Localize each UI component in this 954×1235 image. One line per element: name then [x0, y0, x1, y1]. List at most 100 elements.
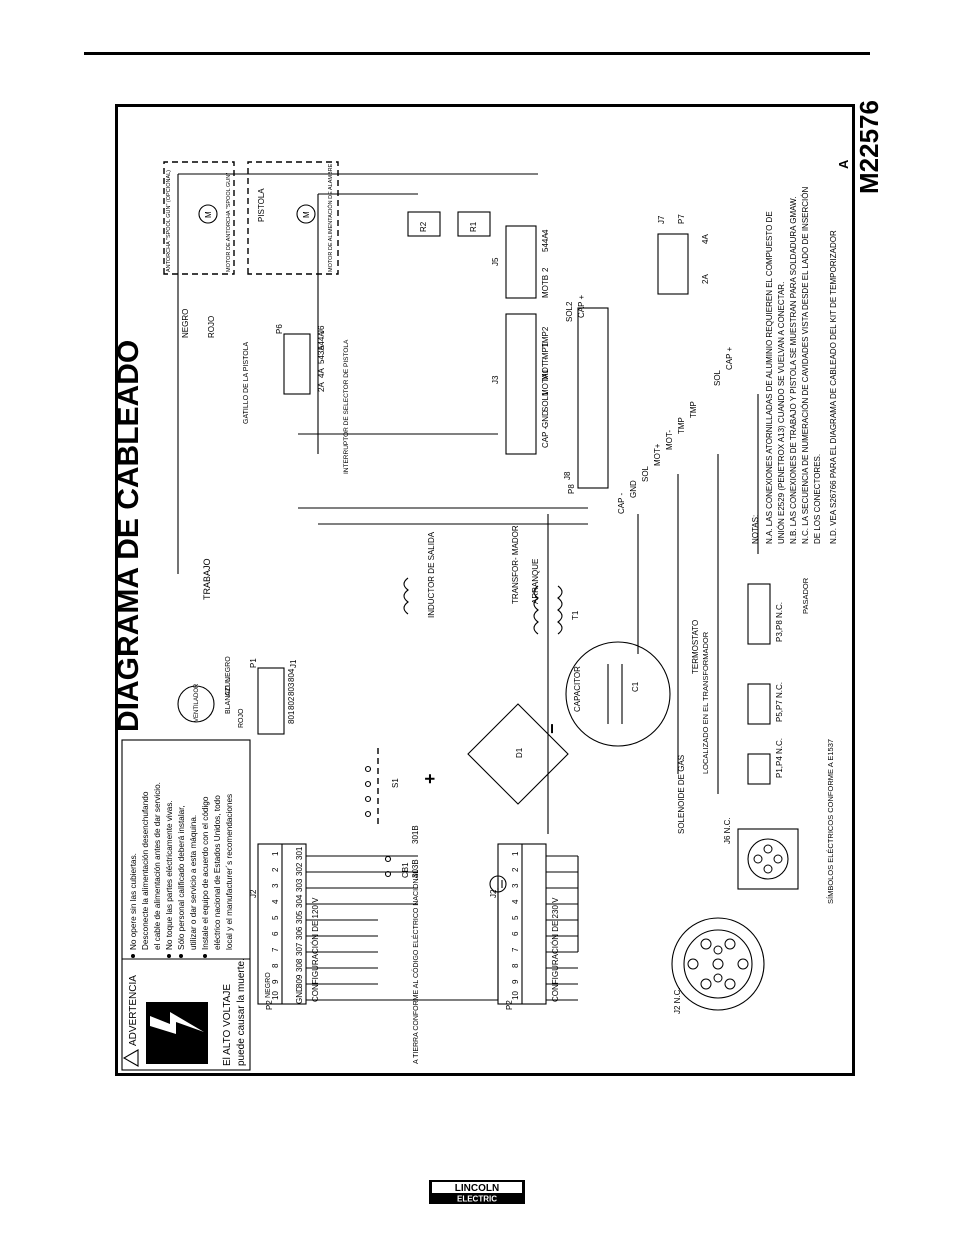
svg-text:P2: P2: [505, 1000, 514, 1010]
config-230-label: CONFIGURACIÓN DE 230 V: [551, 897, 560, 1002]
j3-pin-5: MOT -: [541, 357, 550, 380]
svg-text:1: 1: [511, 851, 520, 856]
p8-pin-10: CAP +: [725, 346, 734, 370]
warning-bullet-1: No opere sin las cubiertas.: [129, 853, 138, 950]
config-120-label: CONFIGURACIÓN DE 120 V: [311, 897, 320, 1002]
potentiometer-r1: R1: [457, 211, 491, 237]
svg-text:R2: R2: [419, 221, 428, 232]
rojo-gun: ROJO: [207, 316, 216, 338]
p8-pin-2: GND: [629, 480, 638, 498]
p2-230v-connector: P2 J2 12 34 56 78 910 CONFIGURACIÓN DE 2…: [489, 843, 560, 1010]
solenoide-label: SOLENOIDE DE GAS: [677, 755, 686, 834]
spool-gun-motor-label: MOTOR DE ANTORCHA "SPOOL GUN": [226, 173, 232, 272]
blanco-fan: BLANCO: [225, 685, 232, 714]
gatillo-label: GATILLO DE LA PISTOLA: [243, 341, 250, 424]
p2-wire-305: 305: [295, 910, 304, 924]
svg-text:2A: 2A: [701, 274, 710, 284]
p1-wire-801: 801: [287, 710, 296, 724]
svg-text:4: 4: [271, 899, 280, 904]
p1-wire-804: 804: [287, 668, 296, 682]
j6-nc-label: J6 N.C.: [723, 817, 732, 844]
svg-text:J2: J2: [489, 889, 498, 898]
svg-text:J3: J3: [491, 375, 500, 384]
j5-pin-5: 544A: [541, 233, 550, 252]
pistola-box: M PISTOLA MOTOR DE ALIMENTACIÓN DE ALAMB…: [247, 161, 339, 275]
j3-connector: J3 CAP - GND SOL1 MOTA1 MOT - TMP1 TMP2 …: [491, 294, 586, 455]
svg-text:P7: P7: [677, 214, 686, 224]
note-na-cont: UNIÓN E2529 (PENETROX A13) CUANDO SE VUE…: [777, 282, 786, 544]
p3p8-label: P3,P8 N.C.: [775, 602, 784, 642]
svg-text:J2: J2: [249, 889, 258, 898]
capacitor-c1: C1 CAPACITOR: [565, 641, 671, 747]
warning-header: ADVERTENCIA: [128, 975, 139, 1046]
svg-text:S1: S1: [391, 778, 400, 788]
p8-pin-5: MOT-: [665, 430, 674, 450]
trabajo-label: TRABAJO: [202, 558, 212, 600]
j3-pin-4: MOTA1: [541, 368, 550, 396]
warning-triangle-icon: [122, 1049, 139, 1067]
svg-text:J5: J5: [491, 257, 500, 266]
p1p4-label: P1,P4 N.C.: [775, 738, 784, 778]
p2-wire-gnd: GND: [295, 986, 304, 1004]
warning-bullet-2b: el cable de alimentación antes de dar se…: [153, 782, 162, 950]
j3-pin-7: TMP2: [541, 326, 550, 348]
p6-wire-544a: 544A: [317, 331, 326, 350]
warning-bullet-4: Sólo personal calificado deberá instalar…: [177, 805, 186, 950]
notes-header: NOTAS:: [751, 515, 760, 544]
p1-wire-803: 803: [287, 682, 296, 696]
svg-text:J6: J6: [317, 325, 326, 334]
rectifier-bridge-d1: D1 + −: [420, 703, 569, 805]
svg-text:R1: R1: [469, 221, 478, 232]
negro-gun: NEGRO: [181, 309, 190, 338]
p5p7-label: P5,P7 N.C.: [775, 682, 784, 722]
transformador-label: TRANSFOR- MADOR: [511, 525, 520, 604]
negro-fan: NEGRO: [225, 656, 232, 682]
svg-text:8: 8: [511, 963, 520, 968]
high-voltage-line-2: puede causar la muerte.: [236, 958, 247, 1066]
note-na: N.A. LAS CONEXIONES ATORNILLADAS DE ALUM…: [765, 211, 774, 544]
pin-diagram-p5p7: P5,P7 N.C.: [747, 682, 784, 725]
svg-text:J8: J8: [563, 471, 572, 480]
revision: A: [836, 159, 851, 169]
svg-text:+: +: [420, 773, 440, 784]
j5-pin-3: 2: [541, 267, 550, 272]
logo-line-2: ELECTRIC: [457, 1195, 497, 1204]
j3-pin-6: TMP1: [541, 342, 550, 364]
warning-bullet-5b: eléctrico nacional de Estados Unidos, to…: [213, 795, 222, 950]
p2-wire-302: 302: [295, 862, 304, 876]
rojo-fan: ROJO: [238, 708, 245, 728]
p2-wire-306: 306: [295, 926, 304, 940]
negro-120: NEGRO: [265, 972, 272, 998]
arranque-label: ARRANQUE: [531, 559, 540, 604]
j3-pin-10: SOL2: [565, 301, 574, 322]
azul-fan: AZUL: [225, 678, 232, 696]
pin-diagram-p1p4: P1,P4 N.C.: [747, 738, 784, 785]
diagram-title: DIAGRAMA DE CABLEADO: [112, 340, 145, 732]
p1-wire-802: 802: [287, 696, 296, 710]
p8-pin-3: SOL: [641, 465, 650, 482]
p8-pin-9: SOL: [713, 369, 722, 386]
svg-text:6: 6: [271, 931, 280, 936]
spool-gun-optional-label: ANTORCHA "SPOOL GUN" (OPCIONAL): [166, 170, 172, 272]
j5-pin-1: MOTB: [541, 275, 550, 298]
pistola-label: PISTOLA: [257, 188, 266, 222]
svg-text:7: 7: [511, 947, 520, 952]
svg-text:−: −: [542, 723, 562, 734]
simbolos-label: SÍMBOLOS ELÉCTRICOS CONFORME A E1537: [826, 739, 835, 904]
j3-pin-2: GND: [541, 410, 550, 428]
svg-text:C1: C1: [631, 681, 640, 692]
output-inductor: INDUCTOR DE SALIDA: [403, 531, 436, 618]
warning-box: ADVERTENCIA El ALTO VOLTAJE puede causar…: [121, 739, 251, 1071]
j5-pin-6: 4: [541, 229, 550, 234]
svg-text:6: 6: [511, 931, 520, 936]
p2-wire-307: 307: [295, 942, 304, 956]
ventilador-label: VENTILADOR: [194, 683, 200, 722]
svg-text:2: 2: [271, 867, 280, 872]
spool-gun-box: M ANTORCHA "SPOOL GUN" (OPCIONAL) MOTOR …: [163, 161, 235, 275]
p8-pin-6: TMP: [677, 417, 686, 434]
p8-pin-7: TMP: [689, 401, 698, 418]
inductor-label: INDUCTOR DE SALIDA: [427, 531, 436, 618]
logo-line-1: LINCOLN: [455, 1183, 499, 1194]
p6-wire-4a: 4A: [317, 368, 326, 378]
